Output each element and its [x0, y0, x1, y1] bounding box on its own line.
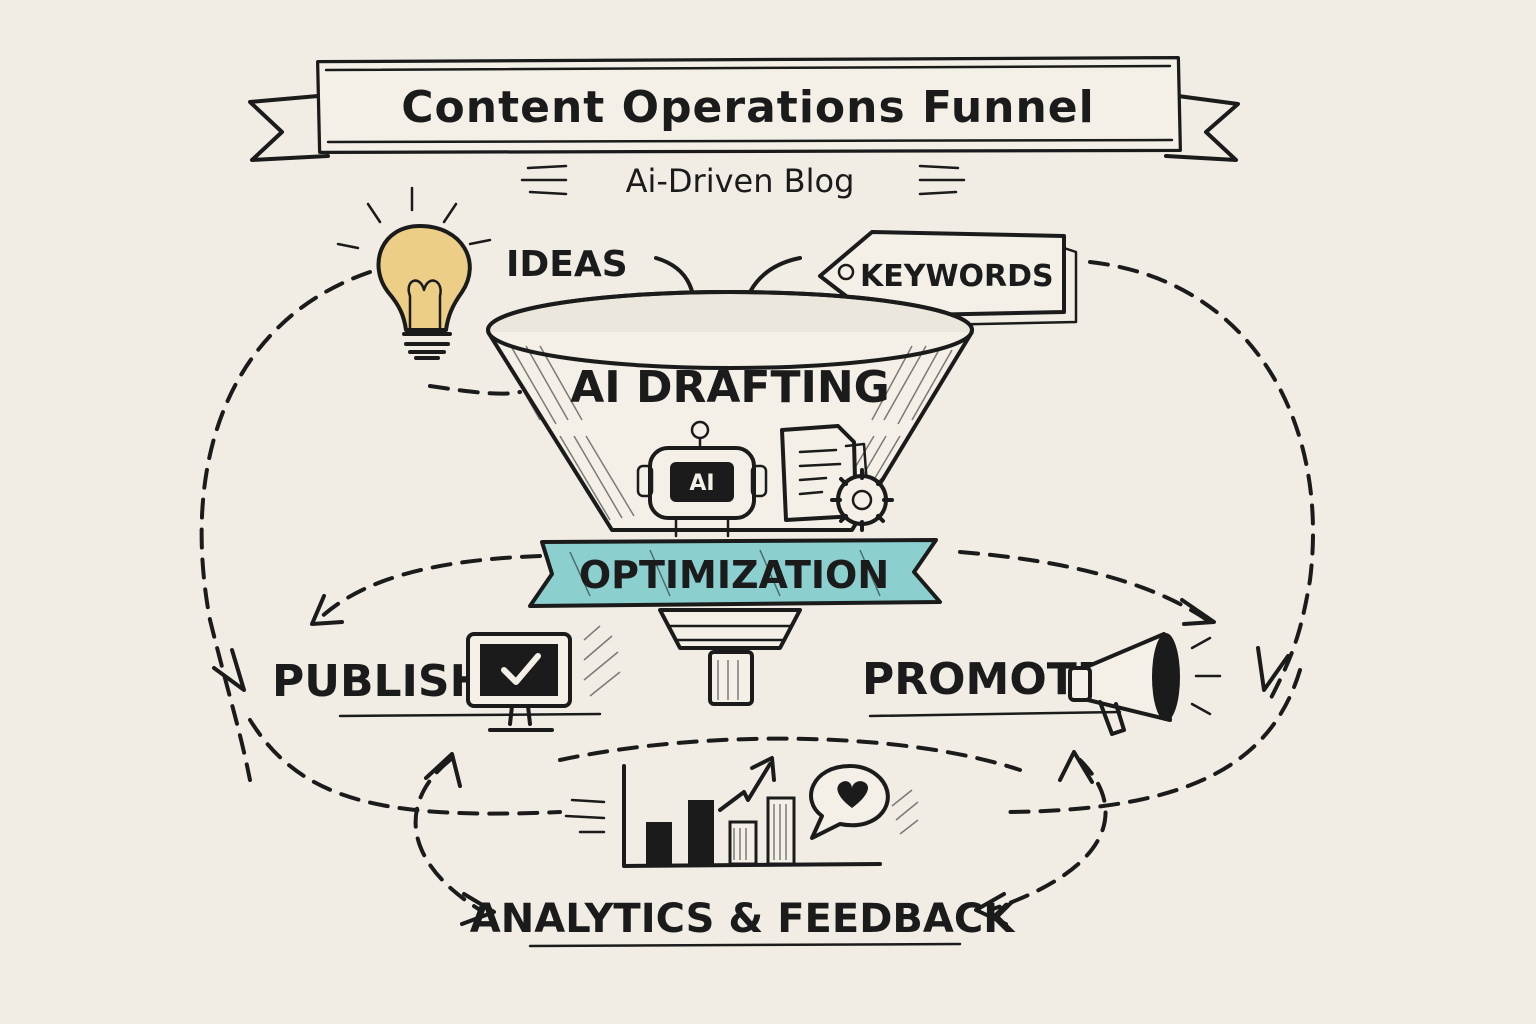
analytics-feedback-label: ANALYTICS & FEEDBACK: [470, 896, 1016, 942]
keywords-label: KEYWORDS: [860, 259, 1054, 294]
gear-icon: [830, 468, 894, 532]
analytics-arc: [558, 736, 1022, 772]
tag-icon: [818, 230, 1078, 328]
optimization-to-promote: [958, 550, 1212, 624]
robot-ai-badge: AI: [689, 471, 714, 496]
publish-to-analytics: [413, 758, 482, 912]
bulb-to-funnel-link: [428, 384, 522, 396]
publish-label: PUBLISH: [272, 656, 486, 707]
megaphone-icon: [1068, 632, 1222, 736]
loop-right-outer: [1088, 260, 1315, 702]
diagram-subtitle: Ai-Driven Blog: [626, 162, 855, 200]
optimization-to-publish: [316, 554, 542, 622]
ai-drafting-label: AI DRAFTING: [570, 362, 890, 413]
promote-label: PROMOTE: [862, 654, 1107, 705]
trend-arrow-icon: [718, 756, 776, 812]
ideas-label: IDEAS: [506, 244, 628, 285]
bar-chart-icon: [564, 764, 882, 868]
diagram-title: Content Operations Funnel: [401, 82, 1094, 133]
optimization-label: OPTIMIZATION: [579, 553, 889, 597]
monitor-check-icon: [466, 625, 621, 732]
publish-bottom-loop: [248, 718, 562, 816]
promote-to-analytics: [988, 758, 1108, 912]
robot-icon: AI: [636, 420, 768, 538]
heart-speech-bubble-icon: [809, 764, 919, 840]
subtitle-group: Ai-Driven Blog: [520, 162, 966, 200]
promote-bottom-loop: [1008, 668, 1302, 814]
lightbulb-icon: [336, 186, 492, 360]
feedback-loops: [199, 260, 1315, 926]
loop-left-outer: [199, 270, 372, 782]
title-banner: Content Operations Funnel: [248, 56, 1240, 162]
optimization-ribbon: [528, 538, 942, 608]
